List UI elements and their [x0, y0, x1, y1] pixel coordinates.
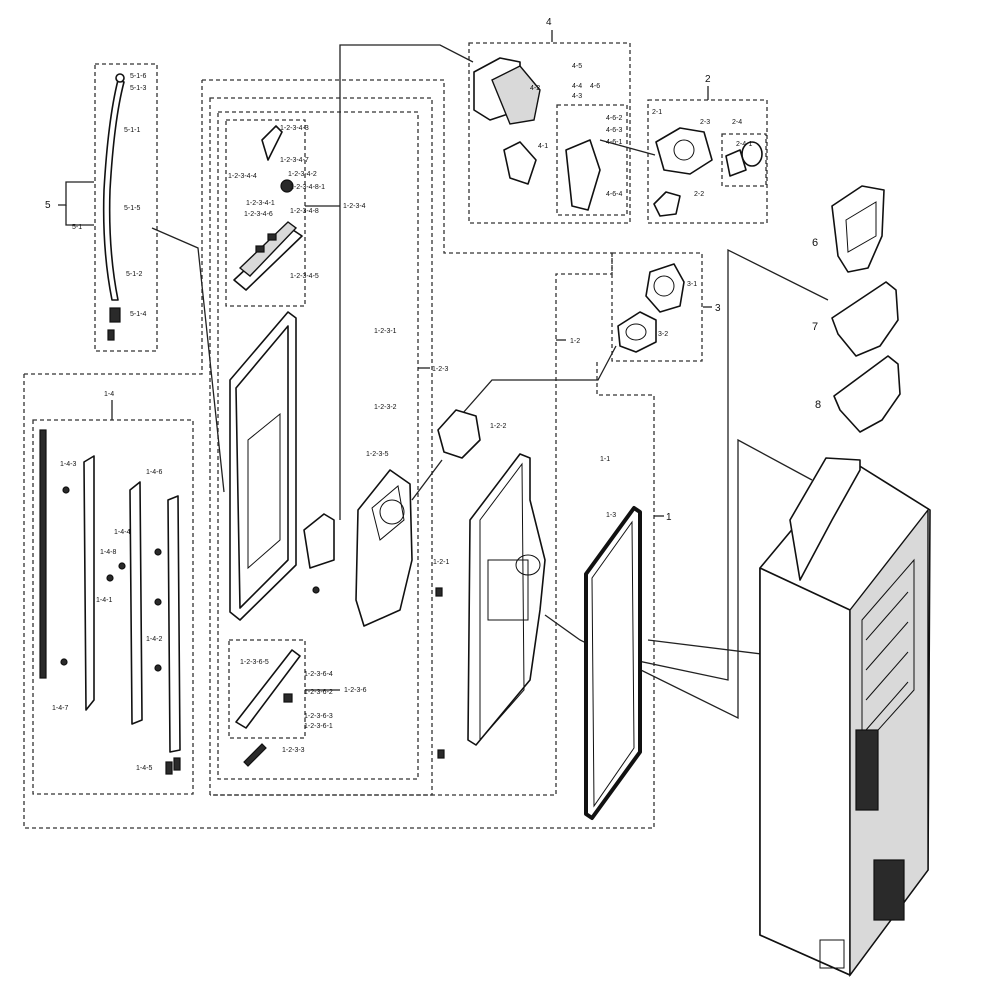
callout-4-6-1: 4-6-1	[606, 139, 622, 146]
dispenser-upper-part	[233, 125, 303, 291]
callout-2: 2	[705, 74, 711, 85]
door-bins-part	[831, 185, 901, 433]
callout-labels: 4 4-5 4-2 4-4 4-3 4-6 4-1 4-6-2 4-6-3 4-…	[45, 17, 821, 772]
callout-1-2-3-1: 1-2-3-1	[374, 328, 397, 335]
callout-5-1: 5-1	[72, 224, 82, 231]
callout-2-4: 2-4	[732, 119, 742, 126]
callout-3-2: 3-2	[658, 331, 668, 338]
callout-1-2-2: 1-2-2	[490, 423, 506, 430]
callout-1-2: 1-2	[570, 338, 580, 345]
callout-4-6-2: 4-6-2	[606, 115, 622, 122]
ice-maker-part	[473, 57, 601, 211]
callout-5-1-6: 5-1-6	[130, 73, 146, 80]
callout-1: 1	[666, 512, 672, 523]
callout-1-2-3-4-3: 1-2-3-4-3	[280, 125, 309, 132]
callout-1-2-3-4-1: 1-2-3-4-1	[246, 200, 275, 207]
dispenser-lower-part	[235, 649, 301, 767]
callout-8: 8	[815, 399, 821, 411]
callout-4-1: 4-1	[538, 143, 548, 150]
callout-1-4-3: 1-4-3	[60, 461, 76, 468]
callout-5-1-4: 5-1-4	[130, 311, 146, 318]
filter-ring-part	[617, 263, 685, 353]
callout-1-2-3-3: 1-2-3-3	[282, 747, 305, 754]
callout-1-4-2: 1-4-2	[146, 636, 162, 643]
callout-1-2-3-4-2: 1-2-3-4-2	[288, 171, 317, 178]
callout-1-2-3-2: 1-2-3-2	[374, 404, 397, 411]
callout-1-2-3-6-1: 1-2-3-6-1	[304, 723, 333, 730]
callout-4-3: 4-3	[572, 93, 582, 100]
callout-5-1-5: 5-1-5	[124, 205, 140, 212]
callout-5: 5	[45, 200, 51, 211]
callout-1-2-3-4-8: 1-2-3-4-8	[290, 208, 319, 215]
callout-4-5: 4-5	[572, 63, 582, 70]
callout-1-4-6: 1-4-6	[146, 469, 162, 476]
callout-1-2-3-6-4: 1-2-3-6-4	[304, 671, 333, 678]
callout-2-1: 2-1	[652, 109, 662, 116]
door-panel-part	[229, 311, 335, 621]
callout-1-4-8: 1-4-8	[100, 549, 116, 556]
callout-7: 7	[812, 321, 818, 333]
handle-part	[102, 73, 125, 341]
callout-5-1-2: 5-1-2	[126, 271, 142, 278]
hinge-rails-part	[39, 429, 181, 775]
callout-1-4-7: 1-4-7	[52, 705, 68, 712]
callout-5-1-1: 5-1-1	[124, 127, 140, 134]
callout-1-2-3-4-7: 1-2-3-4-7	[280, 157, 309, 164]
callout-1-2-3-4: 1-2-3-4	[343, 203, 366, 210]
callout-1-2-3-6: 1-2-3-6	[344, 687, 367, 694]
callout-2-2: 2-2	[694, 191, 704, 198]
callout-2-4-1: 2-4-1	[736, 141, 752, 148]
callout-1-2-3-6-2: 1-2-3-6-2	[304, 689, 333, 696]
callout-2-3: 2-3	[700, 119, 710, 126]
callout-1-1: 1-1	[600, 456, 610, 463]
callout-1-4-1: 1-4-1	[96, 597, 112, 604]
valve-assembly-part	[653, 127, 763, 217]
callout-3-1: 3-1	[687, 281, 697, 288]
callout-4-2: 4-2	[530, 85, 540, 92]
callout-1-2-3-4-6: 1-2-3-4-6	[244, 211, 273, 218]
callout-1-3: 1-3	[606, 512, 616, 519]
gasket-part	[584, 506, 642, 820]
callout-1-2-3-4-4: 1-2-3-4-4	[228, 173, 257, 180]
callout-1-2-3-6-5: 1-2-3-6-5	[240, 659, 269, 666]
callout-4-6-3: 4-6-3	[606, 127, 622, 134]
group-boxes	[23, 42, 768, 829]
callout-1-2-3-4-8-1: 1-2-3-4-8-1	[290, 184, 325, 191]
callout-4-6-4: 4-6-4	[606, 191, 622, 198]
callout-1-4-5: 1-4-5	[136, 765, 152, 772]
callout-3: 3	[715, 303, 721, 314]
callout-5-1-3: 5-1-3	[130, 85, 146, 92]
callout-6: 6	[812, 237, 818, 249]
inner-liner-part	[467, 453, 546, 746]
callout-1-2-3-5: 1-2-3-5	[366, 451, 389, 458]
refrigerator-cabinet-part	[759, 457, 931, 978]
callout-1-2-3: 1-2-3	[432, 366, 448, 373]
callout-1-2-3-4-5: 1-2-3-4-5	[290, 273, 319, 280]
callout-4-4: 4-4	[572, 83, 582, 90]
callout-1-4: 1-4	[104, 391, 114, 398]
ice-chute-part	[355, 409, 481, 759]
callout-1-2-1: 1-2-1	[433, 559, 449, 566]
callout-1-4-4: 1-4-4	[114, 529, 130, 536]
leader-lines	[58, 30, 829, 720]
callout-4-6: 4-6	[590, 83, 600, 90]
callout-4: 4	[546, 17, 552, 28]
callout-1-2-3-6-3: 1-2-3-6-3	[304, 713, 333, 720]
